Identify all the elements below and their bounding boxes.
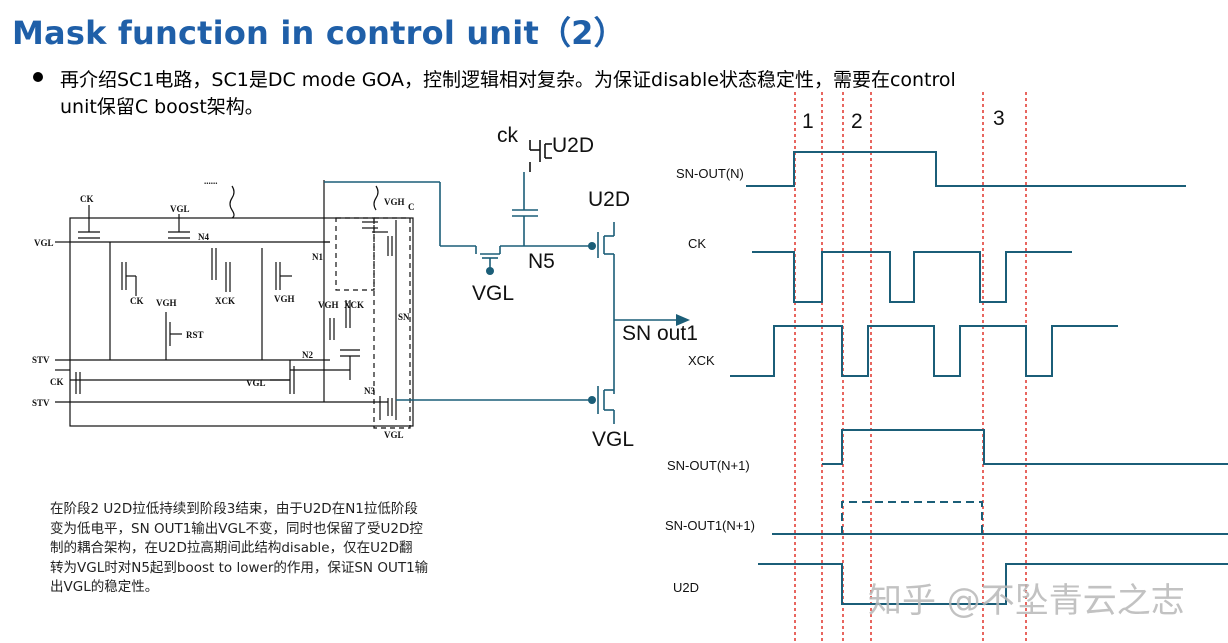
signal-label-snout1-n1: SN-OUT1(N+1) [665, 518, 755, 533]
label-stv2: STV [32, 398, 50, 408]
label-n1: N1 [312, 252, 323, 262]
label-vgh-c: VGH [384, 197, 405, 207]
phase-markers [794, 92, 1027, 643]
label-vgh-b: VGH [156, 298, 177, 308]
signal-label-snout-n1: SN-OUT(N+1) [667, 458, 750, 473]
label-xck-b: XCK [344, 300, 364, 310]
signal-label-snout-n: SN-OUT(N) [676, 166, 744, 181]
label-ck-lower: ck [497, 124, 519, 147]
signal-label-ck: CK [688, 236, 706, 251]
label-ck-a: CK [130, 296, 144, 306]
description-block: 在阶段2 U2D拉低持续到阶段3结束，由于U2D在N1拉低阶段 变为低电平，SN… [50, 500, 480, 598]
signal-labels: SN-OUT(N) CK XCK SN-OUT(N+1) SN-OUT1(N+1… [665, 166, 755, 595]
vgl-gate-dot [588, 396, 596, 404]
description-line: 在阶段2 U2D拉低持续到阶段3结束，由于U2D在N1拉低阶段 [50, 501, 418, 517]
phase-label-1: 1 [802, 110, 814, 133]
label-sn: SN [398, 312, 410, 322]
description-line: 变为低电平，SN OUT1输出VGL不变，同时也保留了受U2D控 [50, 520, 423, 537]
wave-xck [730, 325, 1118, 377]
label-xck-a: XCK [215, 296, 235, 306]
label-n3: N3 [364, 386, 375, 396]
label-vgl-mid: VGL [246, 378, 266, 388]
label-vgl-bottom: VGL [384, 430, 404, 440]
signal-label-u2d: U2D [673, 580, 699, 595]
schematic-frame [69, 217, 414, 427]
label-u2d-small: U2D [552, 134, 594, 157]
label-n2: N2 [302, 350, 313, 360]
label-rst: RST [186, 330, 204, 340]
label-dots: ...... [204, 176, 218, 186]
phase-label-3: 3 [993, 107, 1005, 130]
label-sn-out1: SN out1 [622, 322, 698, 345]
control-unit [440, 140, 690, 424]
schematic-connections [324, 181, 592, 401]
control-unit-labels: ck U2D U2D N5 VGL SN out1 VGL [472, 124, 698, 451]
label-vgl-unit-bottom: VGL [592, 428, 634, 451]
label-ck-top: CK [80, 194, 94, 204]
wave-ck [752, 251, 1072, 303]
watermark: 知乎 @不坠青云之志 [868, 581, 1185, 621]
bullet-dot [33, 72, 43, 82]
label-n5: N5 [528, 250, 555, 273]
bullet-text-line1: 再介绍SC1电路，SC1是DC mode GOA，控制逻辑相对复杂。为保证dis… [60, 69, 956, 91]
label-ck-b: CK [50, 377, 64, 387]
phase-labels: 1 2 3 [802, 107, 1005, 133]
label-u2d-gate: U2D [588, 188, 630, 211]
label-vgl-unit: VGL [472, 282, 514, 305]
description-line: 转为VGL时对N5起到boost to lower的作用，保证SN OUT1输 [50, 559, 429, 576]
description-line: 制的耦合架构，在U2D拉高期间此结构disable，仅在U2D翻 [50, 540, 413, 556]
schematic-labels: CK VGL N4 VGL CK XCK VGH VGH RST N1 VGH … [32, 176, 415, 440]
phase-label-2: 2 [851, 110, 863, 133]
description-line: 出VGL的稳定性。 [50, 579, 159, 595]
waveforms [730, 151, 1228, 605]
wave-snout1-n1-dashed [841, 501, 983, 534]
signal-label-xck: XCK [688, 353, 715, 368]
vgl-node-dot [486, 267, 494, 275]
label-vgh-a: VGH [274, 294, 295, 304]
page-title: Mask function in control unit（2） [12, 14, 626, 52]
wave-snout-n [746, 151, 1186, 187]
wave-u2d [758, 563, 1228, 605]
label-vgl-left: VGL [34, 238, 54, 248]
label-vgh-d: VGH [318, 300, 339, 310]
label-stv1: STV [32, 355, 50, 365]
bullet-text-line2: unit保留C boost架构。 [60, 96, 264, 118]
label-n4: N4 [198, 232, 209, 242]
label-c: C [408, 202, 415, 212]
goa-schematic [55, 180, 414, 429]
wave-snout-n1 [822, 429, 1228, 465]
u2d-gate-dot [588, 242, 596, 250]
label-vgl-top: VGL [170, 204, 190, 214]
